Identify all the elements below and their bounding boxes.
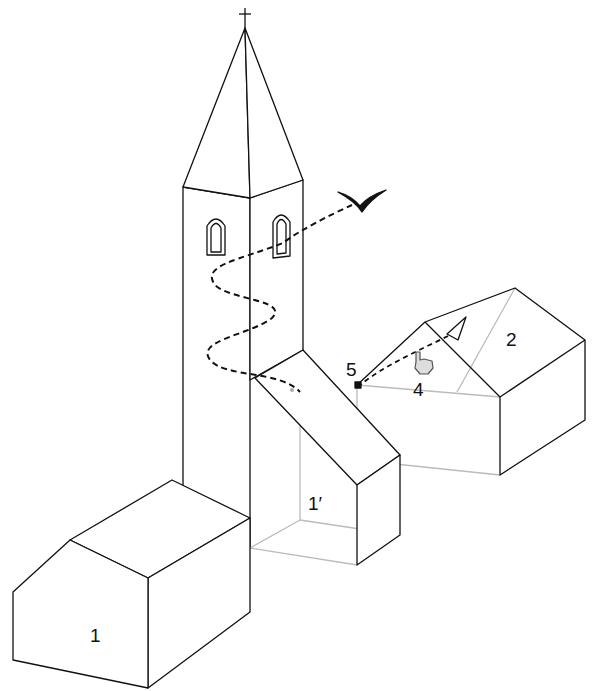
building-1-prime xyxy=(250,350,400,565)
callout-number: 4 xyxy=(413,380,424,399)
small-dot xyxy=(290,388,294,392)
callout-number: 1′ xyxy=(308,494,322,513)
hand-cursor xyxy=(415,352,433,374)
callout-number: 5 xyxy=(346,360,357,379)
drag-path xyxy=(360,336,448,385)
callout-number: 2 xyxy=(506,330,517,349)
anchor-dot xyxy=(355,382,361,388)
callout-number: 1 xyxy=(90,626,101,645)
house-1 xyxy=(13,480,250,688)
church-tower xyxy=(183,8,303,548)
pointer-triangle xyxy=(447,317,466,340)
bird xyxy=(338,190,386,212)
flight-path xyxy=(207,205,352,392)
